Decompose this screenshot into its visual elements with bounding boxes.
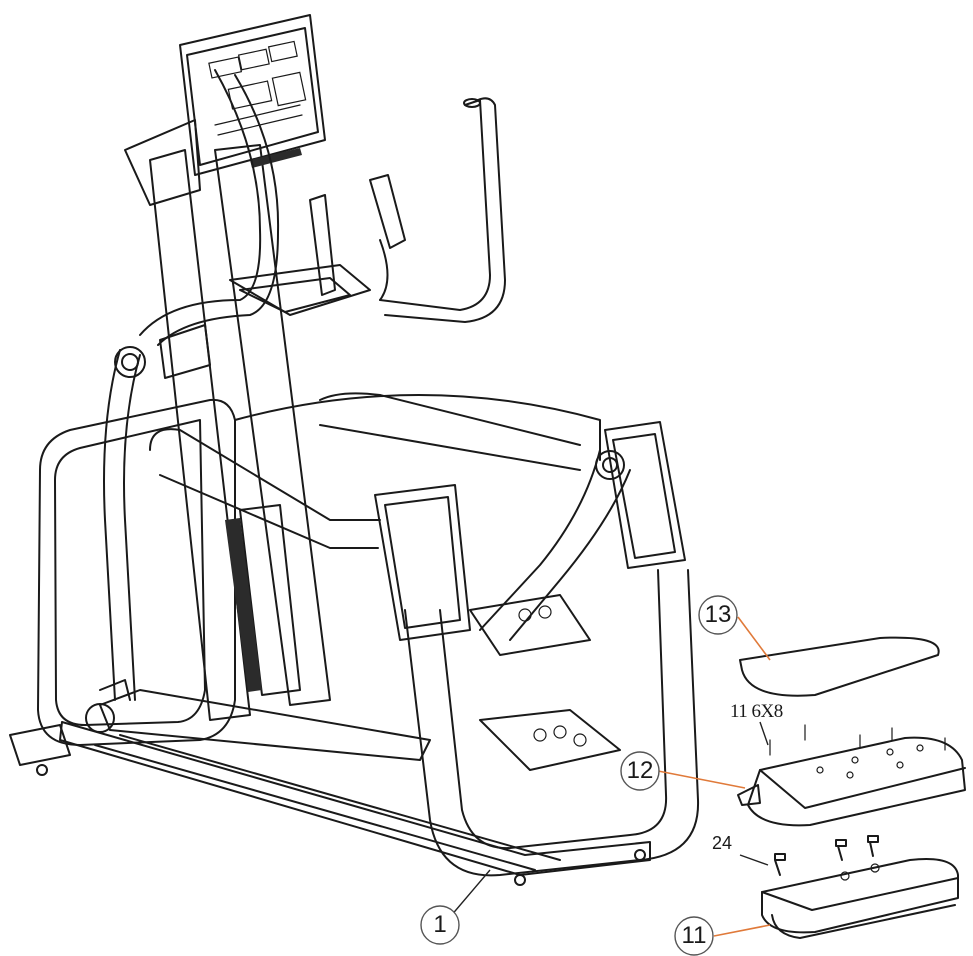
leader-lines — [449, 616, 771, 937]
stationary-handlebars — [139, 69, 506, 346]
callout-11-label: 11 — [681, 922, 707, 949]
callout-circles — [420, 595, 738, 956]
callout-11-circle — [674, 916, 714, 956]
callout-12-label: 12 — [626, 757, 654, 784]
part-24-label: 24 — [712, 833, 733, 853]
upright-mast — [124, 119, 331, 721]
part-13-mat — [739, 636, 940, 697]
machine-pedals — [374, 421, 686, 771]
callout-1-label: 1 — [433, 911, 447, 938]
callout-13-circle — [698, 595, 738, 635]
part-12-pedal-cover — [737, 724, 966, 827]
screw-spec-label: 11 6X8 — [730, 701, 783, 722]
callout-1-circle — [420, 905, 460, 945]
front-u-frame — [149, 392, 700, 877]
part-11-pedal-base — [761, 858, 959, 939]
rear-housing — [37, 394, 601, 746]
base-frame — [9, 721, 651, 886]
left-moving-arm — [85, 324, 431, 761]
console-display — [179, 14, 326, 176]
callout-13-label: 13 — [704, 601, 732, 628]
callout-12-circle — [620, 751, 660, 791]
part-24-bolts — [774, 835, 879, 876]
